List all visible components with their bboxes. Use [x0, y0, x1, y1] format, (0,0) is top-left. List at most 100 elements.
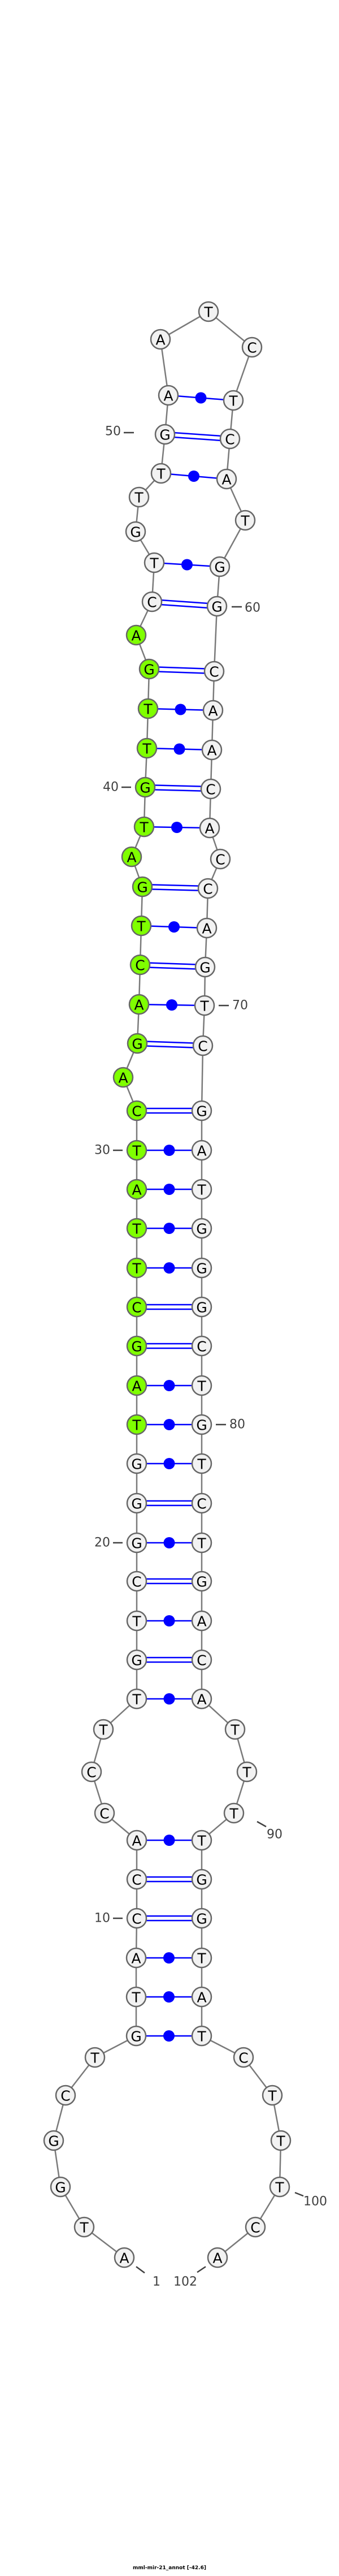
nucleotide: T [84, 2047, 106, 2068]
nucleotide-letter: T [197, 1456, 206, 1473]
nucleotide-circle [191, 1453, 212, 1474]
nucleotide: G [154, 424, 176, 445]
nucleotide: G [43, 2130, 64, 2151]
nucleotide-highlighted: G [127, 1033, 148, 1054]
nucleotide-circle [236, 1761, 258, 1783]
nucleotide-circle [126, 1453, 147, 1474]
nucleotide-circle [141, 591, 163, 612]
nucleotide-circle [126, 1414, 147, 1435]
pair-dot [163, 1223, 175, 1234]
nucleotide-letter: C [197, 1496, 206, 1512]
nucleotide-letter: A [163, 388, 173, 404]
nucleotide-letter: T [142, 741, 151, 757]
gc-pair [137, 1876, 202, 1883]
nucleotide-letter: C [198, 1038, 207, 1055]
pair-bond-line [164, 435, 230, 442]
nucleotide-letter: A [212, 2250, 222, 2267]
nucleotide-circle [126, 1908, 147, 1929]
nucleotide-circle [262, 2085, 283, 2106]
nucleotide-letter: A [118, 1070, 128, 1086]
nucleotide: A [202, 700, 224, 721]
pair-dot [163, 1835, 175, 1846]
pair-bond-line [151, 603, 217, 610]
gc-pair [137, 1656, 202, 1663]
nucleotide-circle [191, 1179, 212, 1200]
weak-pair [144, 822, 210, 833]
nucleotide-circle [138, 658, 160, 680]
nucleotide-letter: T [79, 2220, 89, 2236]
nucleotide-letter: G [140, 780, 150, 796]
gc-pair [137, 1578, 202, 1585]
pair-bond-line [152, 598, 218, 605]
nucleotide-circle [126, 1829, 147, 1851]
nucleotide-circle [194, 956, 216, 978]
pair-bond-line [149, 670, 214, 675]
nucleotide-letter: A [207, 743, 216, 759]
position-tick [136, 2266, 145, 2274]
nucleotide: C [241, 336, 263, 358]
nucleotide-highlighted: C [126, 1296, 147, 1318]
nucleotide-circle [197, 878, 219, 899]
nucleotide-circle [81, 1761, 102, 1783]
nucleotide-circle [144, 552, 165, 573]
nucleotide-circle [223, 1802, 245, 1824]
nucleotide: A [191, 1140, 212, 1161]
nucleotide: G [191, 1570, 212, 1592]
pair-dot [163, 1615, 175, 1626]
nucleotide-circle [270, 2130, 292, 2151]
nucleotide-letter: C [132, 1300, 141, 1316]
position-tick [257, 1820, 267, 1828]
nucleotide: A [207, 2247, 228, 2268]
structure-caption: mml-mir-21_annot [-42.6] [133, 2565, 206, 2571]
nucleotide-letter: T [228, 393, 238, 409]
nucleotide-circle [150, 329, 171, 350]
nucleotide-letter: T [132, 1692, 141, 1708]
nucleotide: T [223, 1802, 245, 1824]
nucleotide-circle [198, 301, 219, 322]
position-label: 10 [94, 1911, 123, 1926]
nucleotide-circle [126, 1257, 147, 1279]
nucleotide-letter: A [132, 1378, 141, 1395]
nucleotide-letter: C [132, 1911, 141, 1927]
nucleotide: C [126, 1869, 147, 1890]
nucleotide-highlighted: T [136, 737, 158, 759]
nucleotide: C [126, 1908, 147, 1929]
pair-dot [163, 1537, 175, 1548]
nucleotide-letter: G [144, 662, 154, 678]
nucleotide-highlighted: C [126, 1100, 147, 1121]
nucleotide-highlighted: C [129, 954, 151, 976]
position-label: 20 [94, 1536, 123, 1550]
nucleotide-letter: G [131, 1339, 142, 1355]
nucleotide-circle [126, 1375, 147, 1396]
nucleotide-letter: C [86, 1764, 96, 1781]
nucleotide-letter: G [131, 1535, 142, 1552]
weak-pair [137, 1537, 202, 1548]
nucleotide-letter: C [132, 1872, 141, 1888]
nucleotide-circle [191, 1100, 212, 1121]
nucleotide-letter: G [214, 559, 225, 576]
nucleotide-letter: T [136, 918, 146, 935]
position-label: 60 [232, 601, 260, 615]
nucleotide: T [144, 552, 165, 573]
nucleotide: A [191, 1986, 212, 2008]
nucleotide: G [191, 1296, 212, 1318]
nucleotide-letter: T [267, 2088, 277, 2104]
nucleotide: T [234, 510, 256, 531]
weak-pair [137, 1419, 202, 1430]
weak-pair [168, 392, 234, 404]
nucleotide: T [73, 2216, 95, 2238]
pair-dot [163, 1419, 175, 1430]
nucleotide-letter: T [149, 555, 159, 572]
nucleotide-circle [199, 817, 220, 839]
nucleotide-circle [125, 1986, 147, 2008]
nucleotide: G [191, 1257, 212, 1279]
nucleotide-highlighted: T [126, 1140, 147, 1161]
nucleotide-letter: A [197, 1613, 206, 1630]
nucleotide: C [200, 778, 221, 800]
nucleotide-highlighted: A [112, 1067, 134, 1088]
pair-dot [166, 999, 177, 1011]
nucleotide-circle [216, 468, 237, 490]
nucleotide-letter: G [196, 1911, 207, 1927]
nucleotide-circle [132, 876, 153, 897]
nucleotide-letter: A [132, 1182, 141, 1198]
